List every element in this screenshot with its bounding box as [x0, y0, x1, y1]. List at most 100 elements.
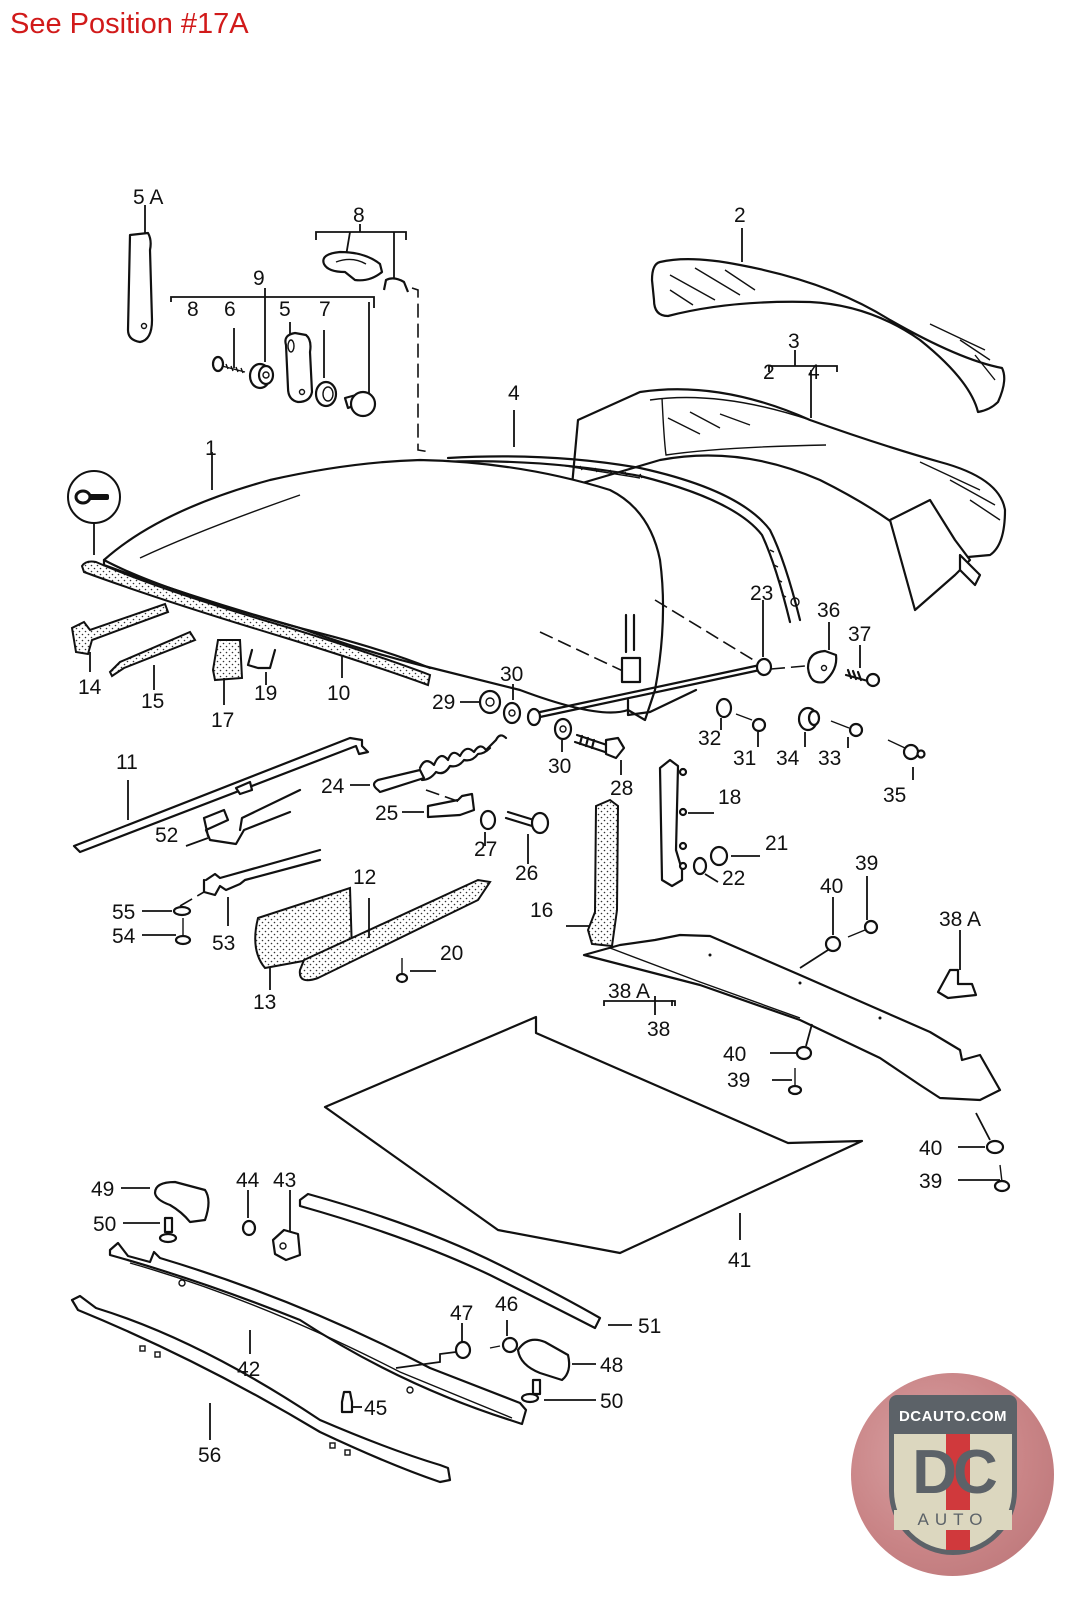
- part-23-tension-cable: [526, 600, 773, 727]
- part-42-front-rail: [108, 1241, 528, 1426]
- callout-50-b: 50: [600, 1390, 623, 1413]
- callout-37: 37: [848, 623, 871, 646]
- part-16-trim: [566, 798, 620, 948]
- callout-labels: 5 A 8 9 8 6 5 7 2 3 2 4 4 1 14 15 17 19 …: [78, 186, 981, 1467]
- callout-8-top: 8: [353, 204, 365, 227]
- part-50-screw-b: [520, 1378, 596, 1404]
- callout-21: 21: [765, 832, 788, 855]
- callout-26: 26: [515, 862, 538, 885]
- part-40-nut-c: [958, 1112, 1005, 1155]
- callout-17: 17: [211, 709, 234, 732]
- part-12-seal: [298, 878, 492, 982]
- callout-13: 13: [253, 991, 276, 1014]
- part-6-screw: [211, 328, 246, 374]
- callout-3: 3: [788, 330, 800, 353]
- part-26-screw: [504, 810, 550, 864]
- callout-22: 22: [722, 867, 745, 890]
- part-40-nut-a: [799, 897, 842, 969]
- part-33-screw: [830, 720, 864, 748]
- callout-24: 24: [321, 775, 345, 798]
- part-55-washer: [142, 905, 192, 917]
- callout-48: 48: [600, 1354, 623, 1377]
- part-24-spring: [350, 734, 508, 794]
- part-47-nut: [454, 1323, 472, 1360]
- callout-34: 34: [776, 747, 800, 770]
- callout-54: 54: [112, 925, 136, 948]
- callout-19: 19: [254, 682, 277, 705]
- part-32-grommet: [715, 697, 733, 730]
- part-46-screw: [489, 1320, 519, 1354]
- callout-38a-sub: 38 A: [608, 980, 650, 1003]
- part-35-screw-nut: [887, 739, 926, 780]
- callout-38a-top: 38 A: [939, 908, 981, 931]
- callout-30-b: 30: [548, 755, 571, 778]
- part-44-nut: [241, 1190, 257, 1237]
- logo-mark: DC: [912, 1438, 998, 1507]
- part-8-clip-assembly: [315, 224, 431, 453]
- part-43-bracket: [271, 1190, 302, 1262]
- callout-4: 4: [508, 382, 520, 405]
- callout-25: 25: [375, 802, 398, 825]
- part-54-screw: [142, 918, 192, 946]
- part-9-grommet: [248, 362, 275, 390]
- part-40-nut-b: [770, 1023, 813, 1061]
- part-22-washer: [692, 856, 719, 883]
- part-27-washer: [479, 809, 497, 846]
- callout-40-c: 40: [919, 1137, 942, 1160]
- part-3-window-assembly: [570, 350, 1007, 612]
- callout-53: 53: [212, 932, 235, 955]
- part-53-bracket: [179, 848, 322, 926]
- callout-32: 32: [698, 727, 721, 750]
- callout-28: 28: [610, 777, 633, 800]
- callout-42: 42: [237, 1358, 260, 1381]
- callout-39-b: 39: [727, 1069, 750, 1092]
- part-4-seal: [438, 410, 802, 624]
- callout-1: 1: [205, 437, 217, 460]
- part-5-strap: [284, 322, 314, 404]
- part-7-grommet: [314, 330, 338, 408]
- callout-11: 11: [116, 751, 138, 774]
- part-31-screw: [735, 713, 767, 747]
- callout-2: 2: [734, 204, 746, 227]
- callout-38: 38: [647, 1018, 670, 1041]
- callout-43: 43: [273, 1169, 296, 1192]
- part-52-channel: [185, 788, 302, 847]
- key-icon: [67, 470, 121, 555]
- part-1-hardtop-shell: [102, 452, 761, 722]
- callout-44: 44: [236, 1169, 260, 1192]
- callout-16: 16: [530, 899, 553, 922]
- callout-31: 31: [733, 747, 756, 770]
- dcauto-logo[interactable]: DCAUTO.COM DC AUTO: [851, 1373, 1054, 1576]
- callout-5: 5: [279, 298, 291, 321]
- part-39-screw-c: [958, 1164, 1011, 1193]
- callout-27: 27: [474, 838, 497, 861]
- part-50-screw-a: [123, 1216, 178, 1244]
- part-34-grommet: [797, 706, 821, 747]
- callout-15: 15: [141, 690, 164, 713]
- part-37-screw: [844, 645, 881, 688]
- part-49-handle: [121, 1180, 210, 1224]
- callout-14: 14: [78, 676, 102, 699]
- part-56-lower-rail: [70, 1294, 452, 1484]
- part-15-seal: [108, 630, 197, 690]
- callout-8-sub: 8: [187, 298, 199, 321]
- callout-40-b: 40: [723, 1043, 746, 1066]
- callout-39-a: 39: [855, 852, 878, 875]
- part-2-rear-window: [650, 228, 1006, 414]
- callout-30-a: 30: [500, 663, 523, 686]
- callout-18: 18: [718, 786, 741, 809]
- part-30-washer-a: [502, 684, 522, 725]
- callout-36: 36: [817, 599, 840, 622]
- part-41-headliner: [323, 1015, 864, 1255]
- part-45-clip: [340, 1390, 362, 1414]
- part-19-clip: [246, 648, 277, 685]
- part-39-screw-a: [847, 876, 879, 938]
- part-38-rear-frame: [582, 933, 1002, 1102]
- callout-49: 49: [91, 1178, 114, 1201]
- part-51-seal: [298, 1192, 632, 1330]
- callout-39-c: 39: [919, 1170, 942, 1193]
- part-9-fastener-set: [170, 288, 375, 402]
- part-48-handle: [516, 1338, 596, 1382]
- logo-sub-text: AUTO: [894, 1510, 1012, 1530]
- part-17-seal: [211, 639, 244, 705]
